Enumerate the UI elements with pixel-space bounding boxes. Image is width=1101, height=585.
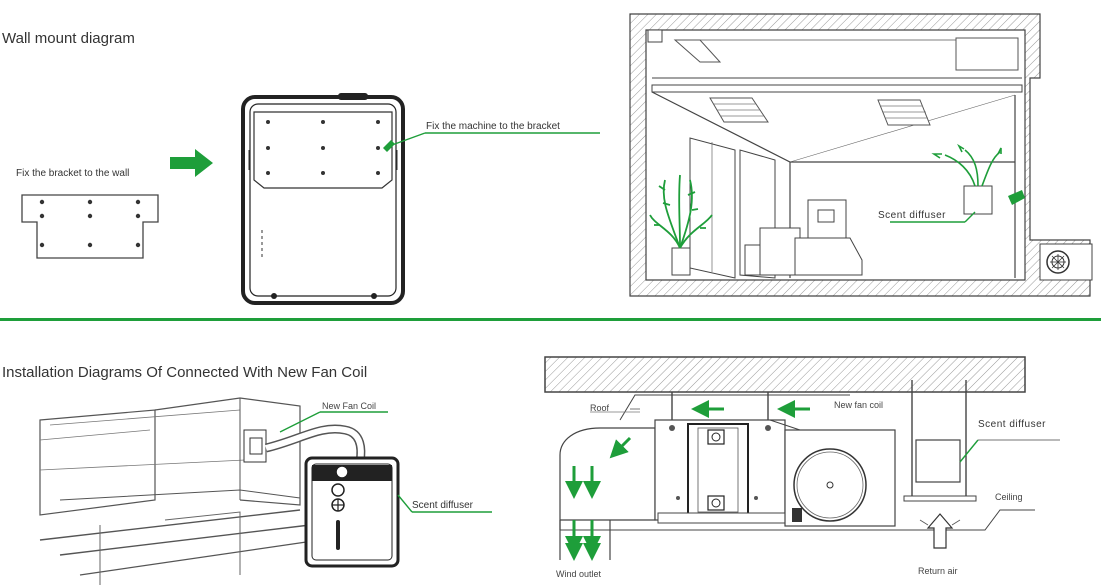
label-return-air: Return air	[918, 566, 958, 576]
section-divider	[0, 318, 1101, 321]
label-scent-diffuser-duct: Scent diffuser	[978, 419, 1046, 430]
fan-coil-title: Installation Diagrams Of Connected With …	[2, 364, 368, 381]
label-fix-bracket: Fix the bracket to the wall	[16, 168, 130, 179]
label-new-fan-coil: New Fan Coil	[322, 401, 377, 411]
label-new-fan-coil-duct: New fan coil	[834, 400, 884, 410]
label-fix-machine: Fix the machine to the bracket	[426, 121, 560, 132]
label-scent-diffuser-coil: Scent diffuser	[412, 500, 473, 511]
label-roof: Roof	[590, 403, 610, 413]
label-ceiling: Ceiling	[995, 492, 1023, 502]
wall-mount-title: Wall mount diagram	[2, 30, 135, 47]
label-wind-outlet: Wind outlet	[556, 569, 602, 579]
label-scent-diffuser-room: Scent diffuser	[878, 210, 946, 221]
